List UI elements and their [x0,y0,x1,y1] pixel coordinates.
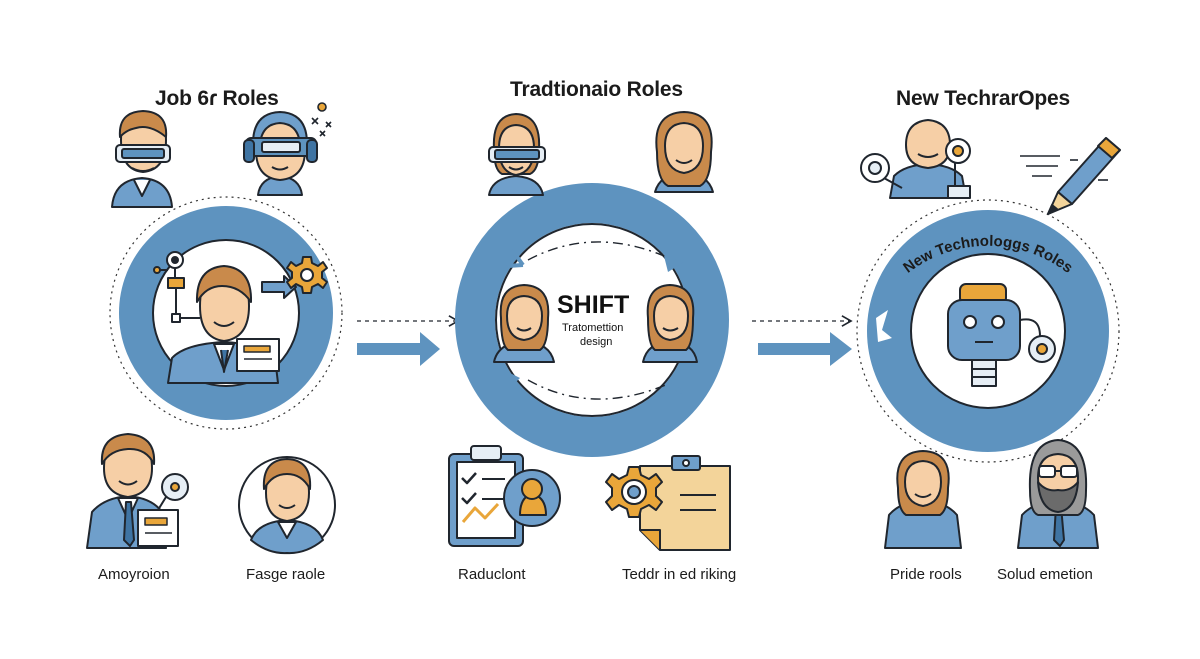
left-caption-1: Amoyroion [98,566,170,583]
flow-arrows [357,315,853,366]
woman-icon [654,111,714,193]
headset-person-icon [243,111,318,196]
middle-section-title: Tradtionaio Roles [510,78,683,101]
vr-woman-icon [488,113,546,196]
bearded-man-icon [1017,439,1099,549]
right-section-title: New TechrarOpes [896,87,1071,110]
worker-gear-icon [153,251,328,384]
shift-label: SHIFT [557,291,630,319]
left-caption-2: Fasge raole [246,566,326,583]
gear-document-icon [605,455,731,551]
middle-ring-woman-left-icon [493,284,555,363]
right-caption-2: Solud emetion [997,566,1093,583]
shift-sub-label-1: Tratomettion [562,322,624,334]
right-caption-1: Pride rools [890,566,962,583]
shift-sub-label-2: design [580,336,613,348]
robot-engineer-icon [860,119,971,199]
middle-ring [455,183,729,457]
sparkle-icon [311,102,332,137]
clipboard-icon [448,445,561,547]
manager-icon [86,433,189,549]
pen-icon [1020,137,1121,215]
clerk-icon [238,456,336,555]
middle-ring-woman-right-icon [642,284,698,363]
robot-head-icon [947,283,1056,387]
middle-caption-1: Raduclont [458,566,526,583]
right-woman-icon [884,450,962,549]
vr-person-icon [111,110,173,208]
middle-caption-2: Teddr in ed riking [622,566,737,583]
left-section-title: Job 6ɾ Roles [155,87,279,110]
